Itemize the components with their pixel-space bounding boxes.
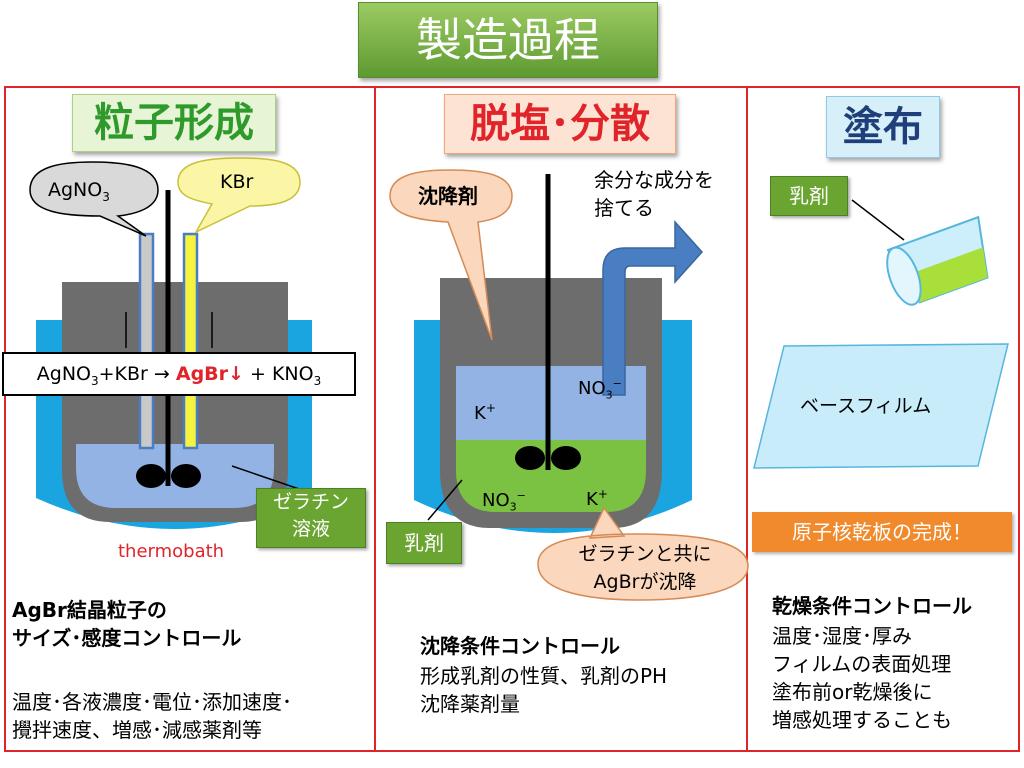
header-particle-formation: 粒子形成	[72, 94, 276, 152]
kbr-bubble-label: KBr	[220, 171, 254, 193]
thermobath-label: thermobath	[118, 541, 225, 562]
discard-text: 余分な成分を 捨てる	[594, 168, 714, 220]
particle-control-details: 温度･各液濃度･電位･添加速度･ 攪拌速度、増感･減感薬剤等	[12, 690, 292, 742]
coprecipitation-text: ゼラチンと共に AgBrが沈降	[578, 543, 712, 593]
agno3-bubble	[29, 161, 159, 237]
emulsion-label-panel2: 乳剤	[386, 522, 462, 564]
kbr-bubble	[177, 157, 301, 234]
panel-coating	[746, 86, 1020, 752]
precipitant-label: 沈降剤	[418, 184, 478, 208]
base-film	[753, 343, 1009, 469]
base-film-label: ベースフィルム	[800, 395, 932, 417]
agno3-tube	[138, 232, 155, 450]
nitrate-ion-top: NO3−	[578, 377, 622, 402]
precipitant-bubble	[389, 169, 513, 341]
header-desalting: 脱塩･分散	[444, 94, 676, 154]
emulsion-label-panel3: 乳剤	[770, 176, 848, 216]
page-title: 製造過程	[358, 2, 658, 78]
potassium-ion-top: K+	[474, 401, 496, 424]
kbr-tube	[182, 232, 199, 450]
potassium-ion-bottom: K+	[586, 487, 608, 510]
gelatin-solution-label: ゼラチン 溶液	[256, 488, 366, 548]
reaction-equation: AgNO3+KBr → AgBr↓ + KNO3	[2, 352, 356, 396]
emulsion-layer	[456, 440, 646, 512]
header-coating: 塗布	[826, 96, 940, 158]
emulsion-cup	[886, 215, 989, 306]
drying-control-heading: 乾燥条件コントロール	[772, 594, 972, 618]
coprecipitation-bubble	[537, 506, 749, 601]
outflow-arrow	[602, 220, 704, 396]
drying-control-details: 温度･湿度･厚み フィルムの表面処理 塗布前or乾燥後に 増感処理することも	[772, 624, 952, 732]
nitrate-ion-bottom: NO3−	[482, 489, 526, 514]
completion-label: 原子核乾板の完成！	[752, 512, 1012, 552]
precipitation-control-heading: 沈降条件コントロール	[420, 634, 620, 658]
precipitation-control-details: 形成乳剤の性質、乳剤のPH 沈降薬剤量	[420, 664, 668, 716]
particle-control-heading: AgBr結晶粒子の サイズ･感度コントロール	[12, 598, 242, 650]
agno3-bubble-label: AgNO3	[48, 179, 110, 204]
